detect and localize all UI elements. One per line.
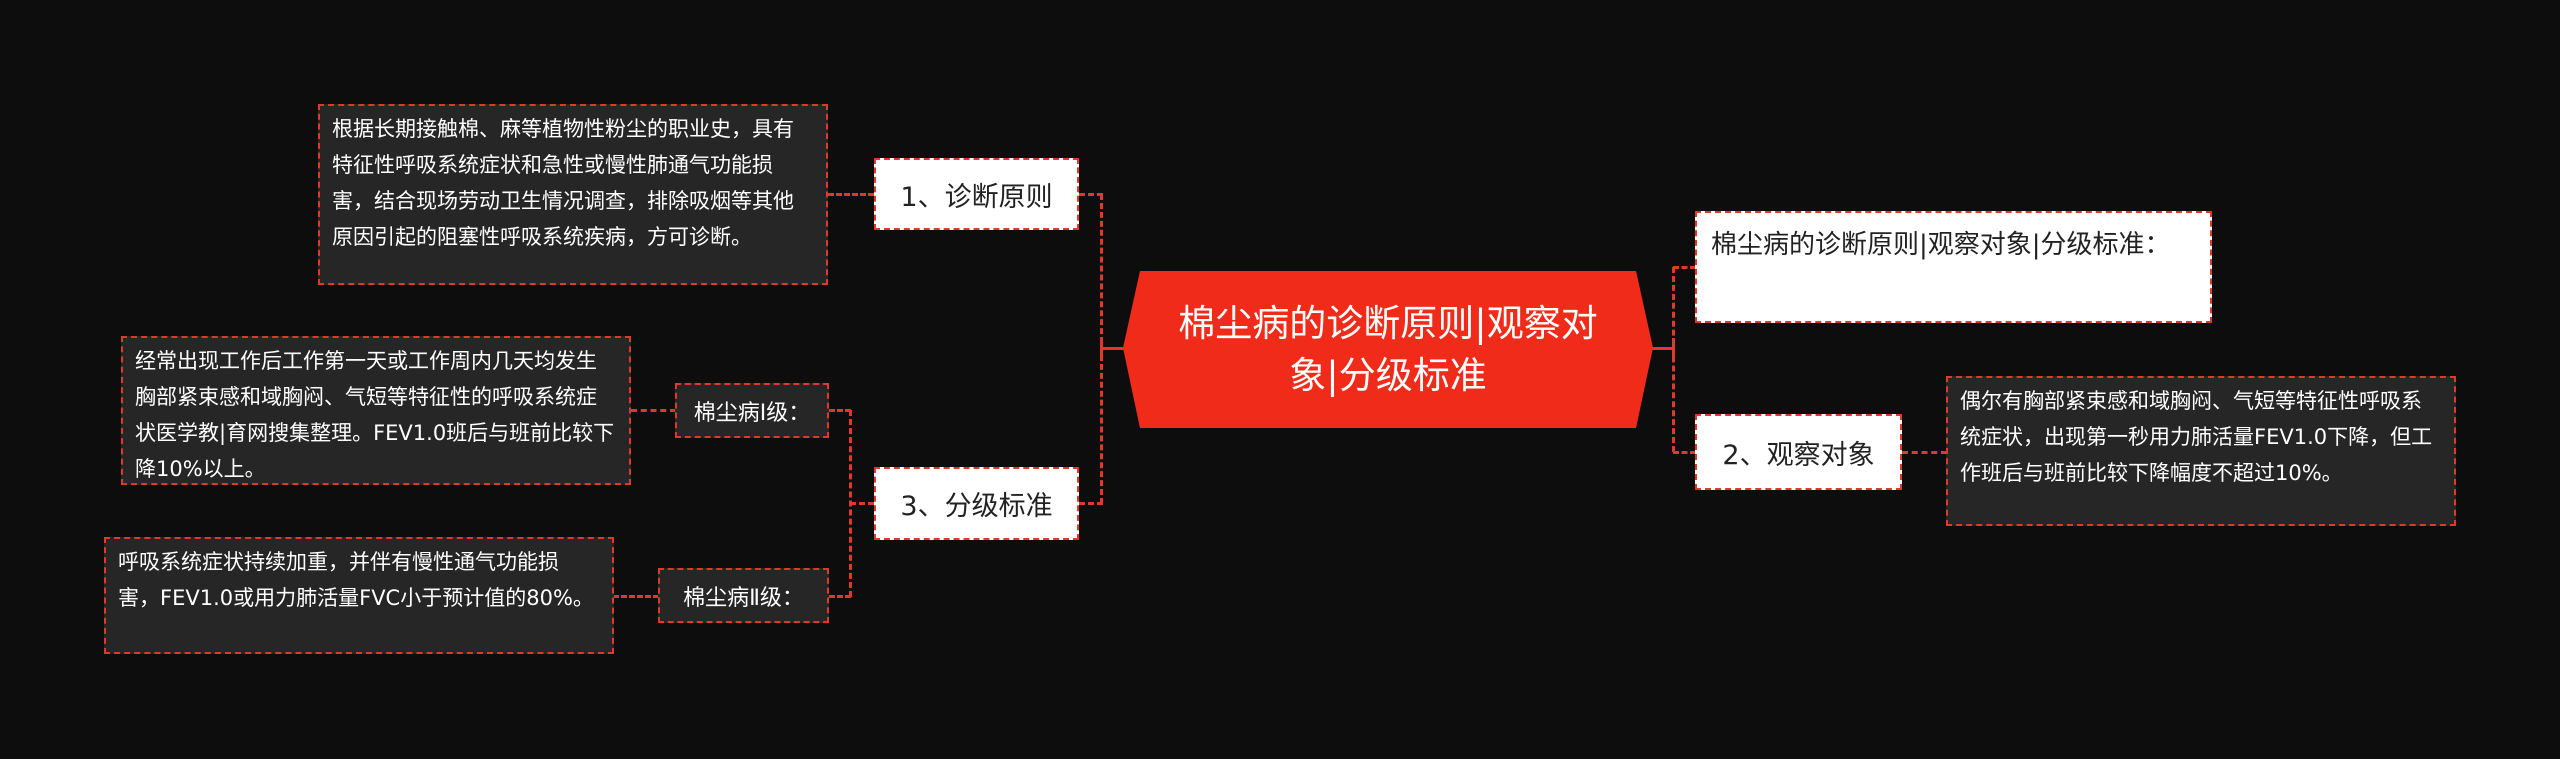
branch-label: 2、观察对象 [1722,439,1875,471]
branch-label: 3、分级标准 [900,491,1053,522]
level2-detail-connector [613,595,659,598]
right-node1-connector [1673,266,1696,269]
detail-text: 经常出现工作后工作第一天或工作周内几天均发生胸部紧束感和域胸闷、气短等特征性的呼… [135,349,615,481]
level1-connector [829,409,851,412]
detail-level-2[interactable]: 呼吸系统症状持续加重，并伴有慢性通气功能损害，FEV1.0或用力肺活量FVC小于… [104,537,614,654]
subtopic-label: 棉尘病Ⅱ级： [683,585,804,611]
node1-connector [1079,193,1103,196]
central-topic-title: 棉尘病的诊断原则|观察对象|分级标准 [1178,301,1598,397]
central-left-connector [1101,347,1125,350]
central-right-tick [1672,338,1675,358]
detail-text: 偶尔有胸部紧束感和域胸闷、气短等特征性呼吸系统症状，出现第一秒用力肺活量FEV1… [1960,389,2433,485]
subtopic-label: 棉尘病Ⅰ级： [693,400,811,426]
branch-grading-standard[interactable]: 3、分级标准 [874,467,1079,540]
detail1-connector [828,193,874,196]
branch-observation-target[interactable]: 2、观察对象 [1695,414,1902,490]
level2-connector [829,595,851,598]
subtopic-level-2[interactable]: 棉尘病Ⅱ级： [658,568,829,623]
level1-detail-connector [631,409,676,412]
node3-connector [1079,502,1103,505]
right-spine-connector [1672,267,1675,452]
branch-title-repeat[interactable]: 棉尘病的诊断原则|观察对象|分级标准： [1695,211,2212,323]
right-detail-connector [1902,451,1947,454]
node3-bracket-connector [850,502,874,505]
branch-diagnosis-principle[interactable]: 1、诊断原则 [874,158,1079,230]
detail-level-1[interactable]: 经常出现工作后工作第一天或工作周内几天均发生胸部紧束感和域胸闷、气短等特征性的呼… [121,336,631,485]
detail-observation-target[interactable]: 偶尔有胸部紧束感和域胸闷、气短等特征性呼吸系统症状，出现第一秒用力肺活量FEV1… [1946,376,2456,526]
detail-text: 根据长期接触棉、麻等植物性粉尘的职业史，具有特征性呼吸系统症状和急性或慢性肺通气… [332,117,794,249]
detail-diagnosis-principle[interactable]: 根据长期接触棉、麻等植物性粉尘的职业史，具有特征性呼吸系统症状和急性或慢性肺通气… [318,104,828,285]
branch-label: 棉尘病的诊断原则|观察对象|分级标准： [1711,230,2171,260]
branch-label: 1、诊断原则 [900,181,1053,213]
level-bracket-connector [849,410,852,597]
subtopic-level-1[interactable]: 棉尘病Ⅰ级： [675,383,829,438]
central-right-connector [1652,347,1674,350]
central-left-tick [1100,338,1103,358]
detail-text: 呼吸系统症状持续加重，并伴有慢性通气功能损害，FEV1.0或用力肺活量FVC小于… [118,550,594,610]
central-topic[interactable]: 棉尘病的诊断原则|观察对象|分级标准 [1123,271,1653,428]
right-node2-connector [1673,451,1696,454]
